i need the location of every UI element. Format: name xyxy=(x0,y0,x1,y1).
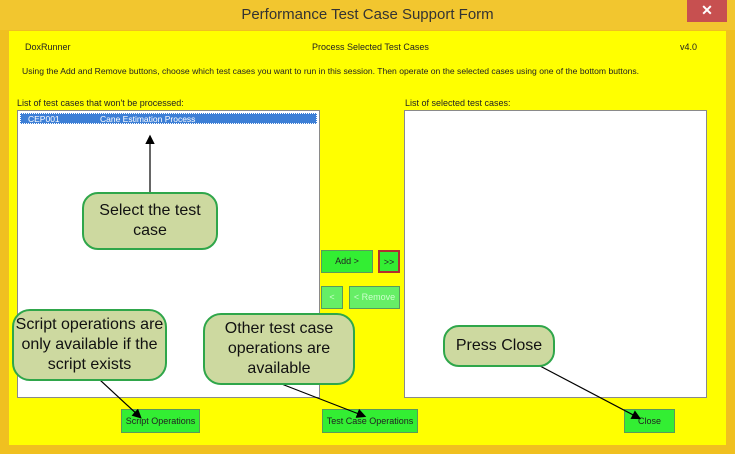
title-bar: Performance Test Case Support Form ✕ xyxy=(0,0,735,30)
arrow-to-script-ops xyxy=(99,379,142,419)
close-icon: ✕ xyxy=(701,2,713,18)
list-item[interactable]: CEP001 Cane Estimation Process xyxy=(20,113,317,124)
add-button[interactable]: Add > xyxy=(321,250,373,273)
arrow-to-close xyxy=(539,365,642,420)
instructions-text: Using the Add and Remove buttons, choose… xyxy=(22,66,640,76)
script-operations-button[interactable]: Script Operations xyxy=(121,409,200,433)
add-all-button[interactable]: >> xyxy=(378,250,400,273)
remove-one-button[interactable]: < xyxy=(321,286,343,309)
window-title: Performance Test Case Support Form xyxy=(241,6,494,23)
right-list-label: List of selected test cases: xyxy=(405,98,511,108)
remove-button[interactable]: < Remove xyxy=(349,286,400,309)
callout-press-close: Press Close xyxy=(443,325,555,367)
test-case-operations-button[interactable]: Test Case Operations xyxy=(322,409,418,433)
test-case-id: CEP001 xyxy=(28,114,60,124)
arrow-to-test-case-ops xyxy=(278,382,367,418)
app-name: DoxRunner xyxy=(25,42,71,52)
test-case-name: Cane Estimation Process xyxy=(100,114,196,124)
callout-select-test-case: Select the test case xyxy=(82,192,218,250)
version-label: v4.0 xyxy=(680,42,698,52)
section-title: Process Selected Test Cases xyxy=(312,42,429,52)
form-body: DoxRunner Process Selected Test Cases v4… xyxy=(9,31,726,445)
close-window-button[interactable]: ✕ xyxy=(687,0,727,22)
callout-script-operations: Script operations are only available if … xyxy=(12,309,167,381)
left-list-label: List of test cases that won't be process… xyxy=(17,98,184,108)
callout-other-operations: Other test case operations are available xyxy=(203,313,355,385)
